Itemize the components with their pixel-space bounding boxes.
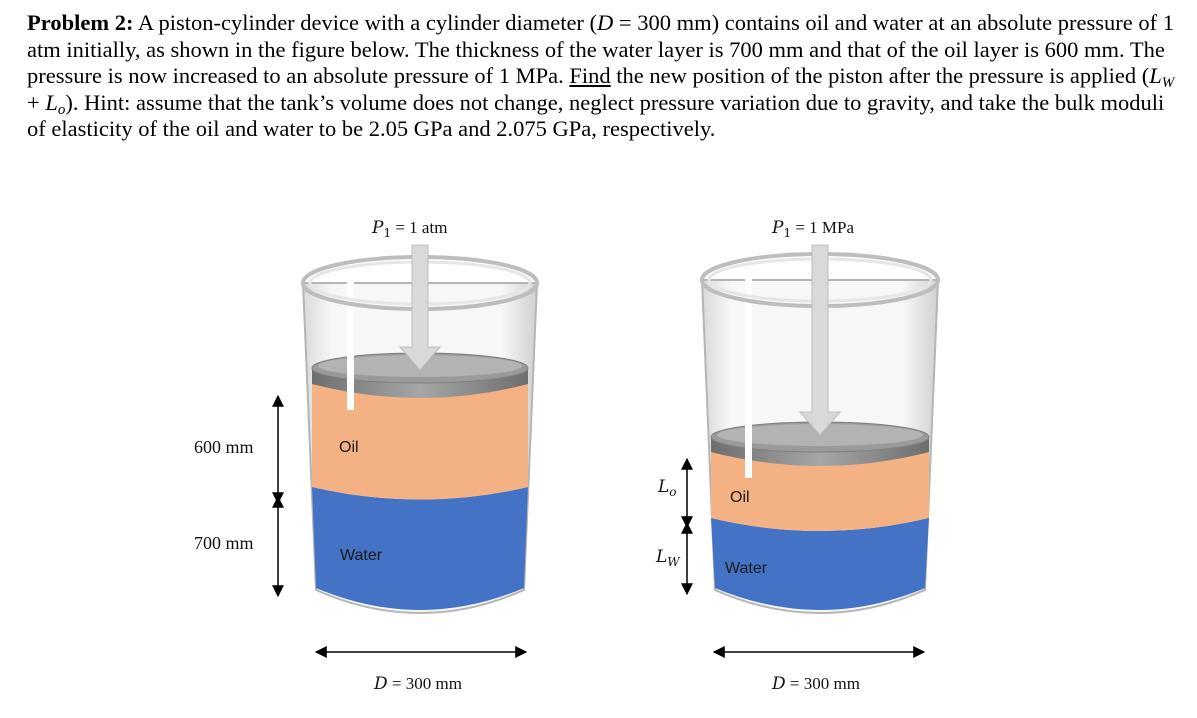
right-water-label: Water [725, 560, 768, 577]
right-diameter-label: D = 300 mm [771, 674, 860, 694]
problem-label: Problem 2: [27, 10, 134, 35]
left-oil-layer [312, 382, 528, 500]
problem-statement: Problem 2: A piston-cylinder device with… [27, 10, 1177, 143]
right-force-arrow [798, 244, 842, 436]
lw-label: LW [655, 547, 681, 569]
problem-text-1: A piston-cylinder device with a cylinder… [133, 10, 598, 35]
problem-text-3: the new position of the piston after the… [610, 63, 1150, 88]
left-force-arrow [398, 244, 442, 371]
right-cylinder [700, 244, 940, 614]
left-cylinder [301, 244, 539, 614]
right-piston-rod [745, 258, 752, 478]
oil-thickness-label: 600 mm [194, 437, 254, 457]
problem-text-4: ). Hint: assume that the tank’s volume d… [27, 89, 1165, 142]
left-piston-rod [347, 262, 354, 410]
right-oil-layer [711, 450, 929, 531]
right-oil-label: Oil [730, 489, 750, 506]
plus-sign: + [27, 89, 46, 115]
lo-label: Lo [657, 477, 677, 499]
diameter-variable: D [597, 10, 614, 35]
left-pressure-label: P1 = 1 atm [371, 218, 447, 240]
right-pressure-label: P1 = 1 MPa [771, 218, 855, 240]
problem-text-2: = 300 mm) contains oil and water at an a… [27, 10, 1174, 88]
left-water-label: Water [340, 547, 383, 564]
lw-variable: LW [1149, 63, 1175, 91]
find-keyword: Find [569, 63, 611, 88]
right-water-layer [711, 518, 929, 610]
left-oil-label: Oil [339, 439, 359, 456]
left-water-layer [312, 487, 528, 610]
water-thickness-label: 700 mm [194, 533, 254, 553]
left-diameter-label: D = 300 mm [373, 674, 462, 694]
lo-variable: Lo [45, 89, 66, 118]
